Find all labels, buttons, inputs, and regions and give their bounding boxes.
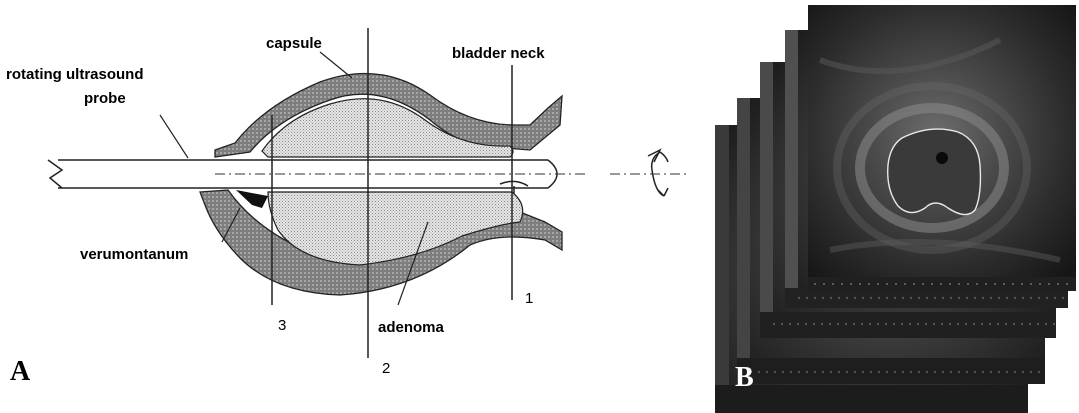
prostate-contour: [888, 129, 981, 214]
capsule-leader: [320, 52, 352, 78]
bladder-neck-label: bladder neck: [452, 45, 545, 62]
capsule-label: capsule: [266, 35, 322, 52]
probe-dot: [936, 152, 948, 164]
probe-leader: [160, 115, 188, 158]
panel-b-ultrasound-stack: B: [715, 5, 1076, 413]
probe-label-line1: rotating ultrasound: [6, 66, 144, 83]
panel-b-letter: B: [735, 362, 754, 393]
probe-label-line2: probe: [84, 90, 126, 107]
rotation-arrow-icon: [648, 150, 668, 196]
plane-number-3: 3: [278, 317, 286, 334]
probe-shaft: [48, 160, 690, 194]
plane-number-1: 1: [525, 290, 533, 307]
panel-a-letter: A: [10, 356, 31, 387]
panel-a-schematic: rotating ultrasound probe capsule bladde…: [6, 28, 690, 387]
ultrasound-frame-front: [808, 5, 1076, 291]
plane-number-2: 2: [382, 360, 390, 377]
verumontanum-label: verumontanum: [80, 246, 188, 263]
adenoma-label: adenoma: [378, 319, 445, 336]
